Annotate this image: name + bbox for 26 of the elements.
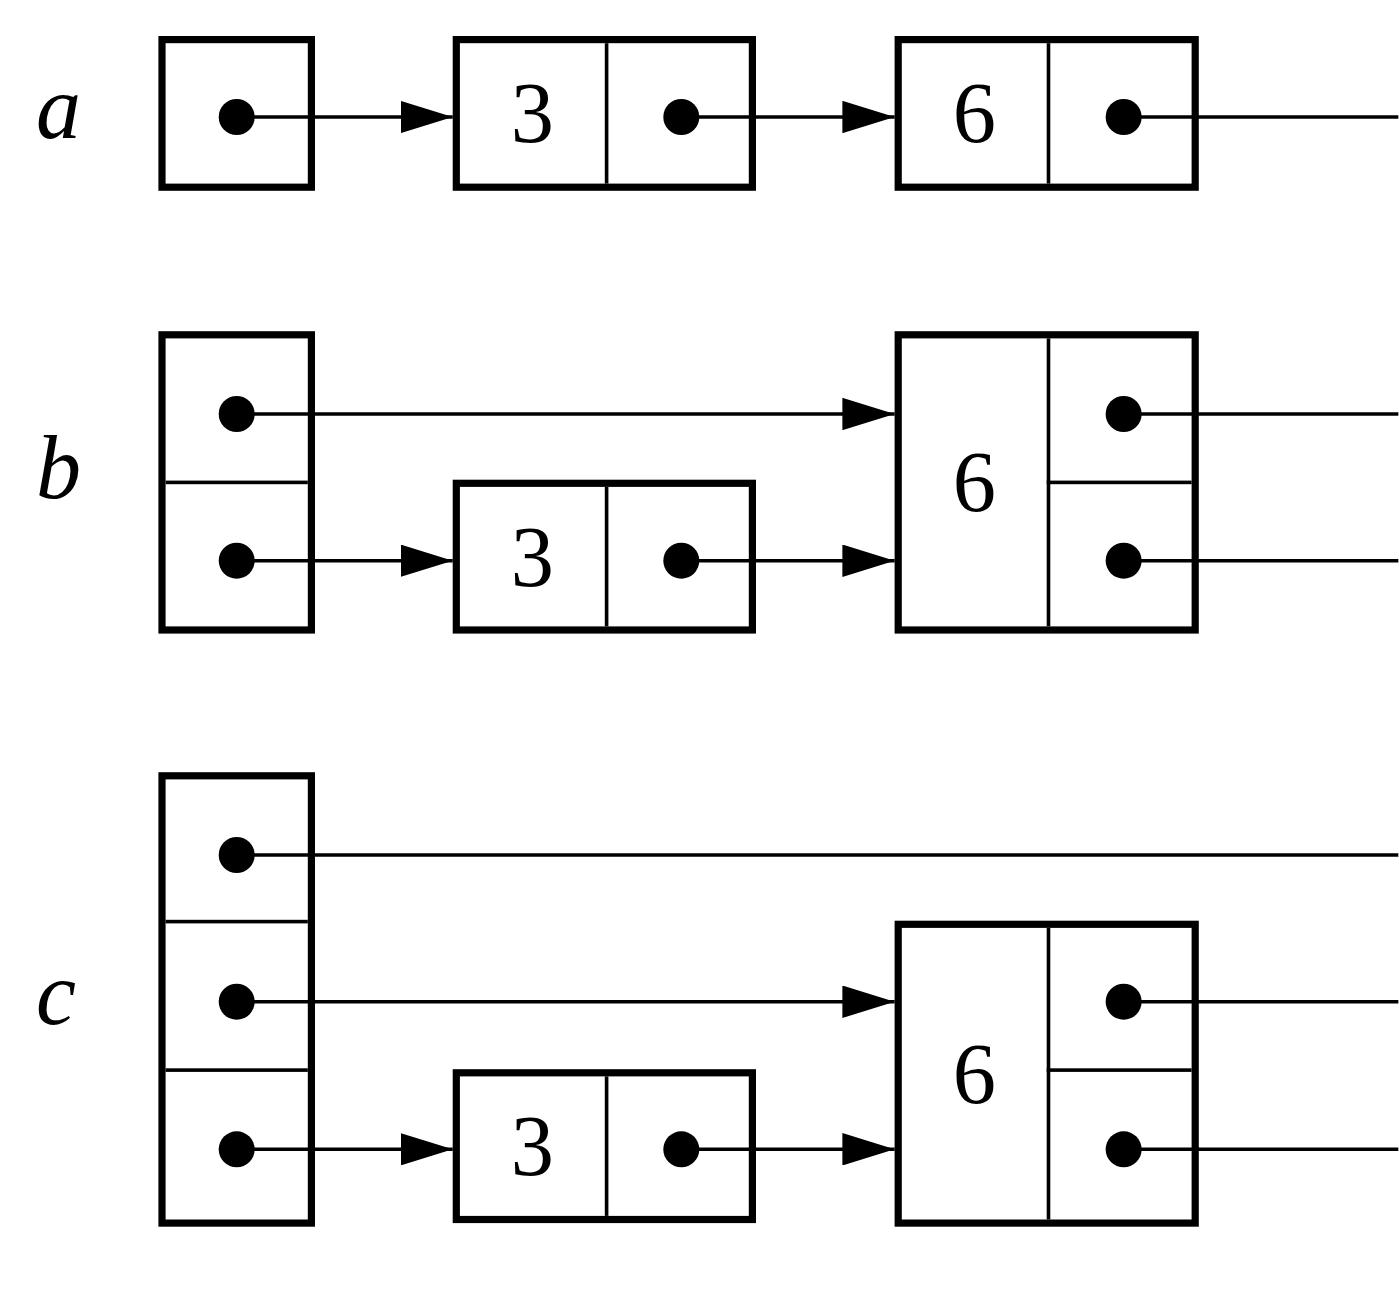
- pointer-arrow: [663, 99, 895, 135]
- row-label: b: [36, 423, 81, 513]
- list-node-box: [452, 1069, 756, 1224]
- node-value: 3: [509, 513, 555, 600]
- node-value: 6: [951, 70, 997, 157]
- node-value: 6: [951, 439, 997, 526]
- header-box: [158, 331, 315, 634]
- header-box: [158, 772, 315, 1227]
- row-label: a: [36, 63, 81, 153]
- node-value: 3: [509, 70, 555, 157]
- pointer-arrow: [218, 1131, 453, 1168]
- pointer-arrow: [663, 1131, 895, 1168]
- list-node-box: [894, 920, 1199, 1227]
- header-box: [158, 36, 315, 191]
- pointer-arrow: [218, 542, 453, 579]
- pointer-arrow: [218, 983, 895, 1020]
- pointer-arrow: [218, 396, 895, 432]
- node-value: 3: [509, 1102, 555, 1190]
- list-node-box: [452, 479, 756, 634]
- pointer-arrow: [663, 542, 895, 579]
- node-value: 6: [951, 1030, 997, 1117]
- pointer-arrow: [218, 99, 453, 135]
- list-node-box: [894, 36, 1199, 191]
- row-label: c: [36, 949, 76, 1040]
- list-node-box: [452, 36, 756, 191]
- list-node-box: [894, 331, 1199, 634]
